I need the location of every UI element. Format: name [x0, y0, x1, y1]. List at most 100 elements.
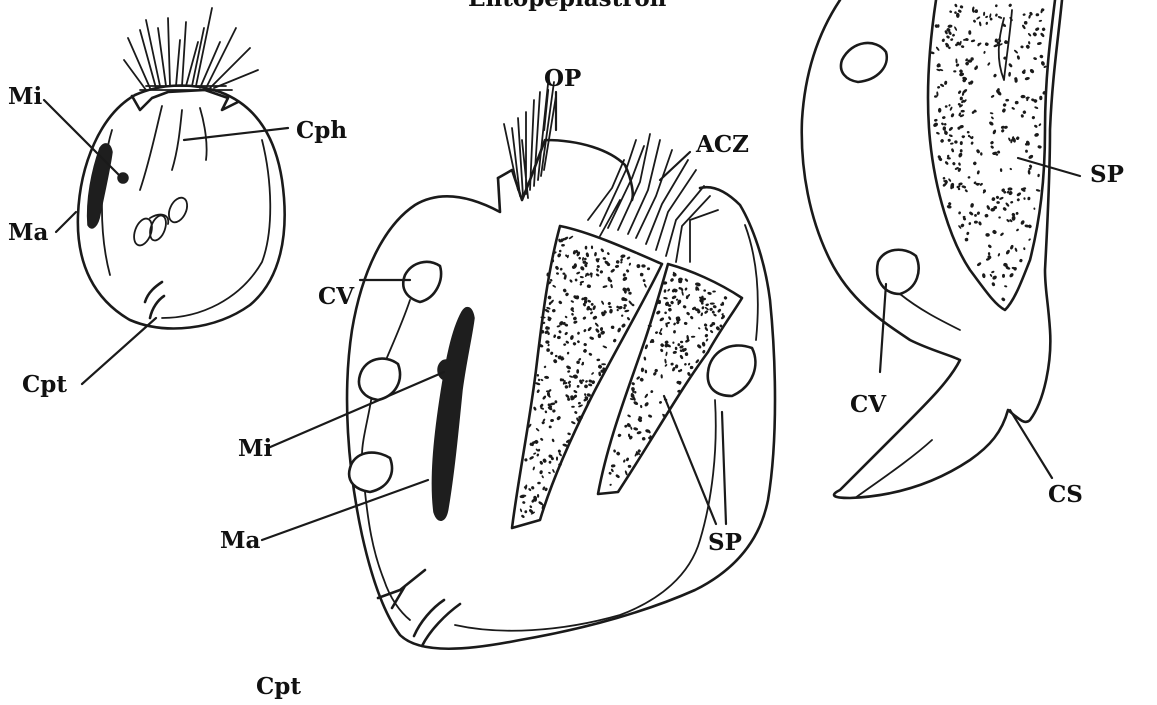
stipple-dot	[1029, 68, 1035, 74]
stipple-dot	[947, 138, 951, 142]
stipple-dot	[547, 344, 550, 347]
stipple-dot	[945, 105, 948, 108]
stipple-dot	[598, 333, 602, 338]
stipple-dot	[613, 449, 616, 453]
stipple-dot	[944, 80, 948, 85]
stipple-dot	[531, 486, 535, 490]
stipple-dot	[701, 306, 704, 310]
stipple-dot	[562, 288, 567, 293]
stipple-dot	[1025, 149, 1028, 152]
stipple-dot	[628, 292, 632, 295]
stipple-dot	[984, 42, 989, 46]
left-cytopharynx	[140, 106, 207, 190]
stipple-dot	[937, 86, 941, 89]
stipple-dot	[991, 116, 995, 120]
stipple-dot	[1023, 247, 1026, 250]
stipple-dot	[705, 303, 709, 306]
stipple-dot	[978, 221, 982, 226]
stipple-dot	[1040, 60, 1045, 66]
stipple-dot	[944, 123, 947, 126]
stipple-dot	[569, 375, 574, 378]
stipple-dot	[595, 328, 600, 334]
middle-cv-right	[708, 345, 756, 396]
stipple-dot	[967, 131, 970, 134]
stipple-dot	[611, 325, 615, 329]
stipple-dot	[932, 122, 938, 128]
label-middle-ma: Ma	[220, 527, 260, 554]
stipple-dot	[585, 252, 589, 257]
right-primordium-stipple	[930, 3, 1047, 302]
stipple-dot	[590, 303, 594, 307]
stipple-dot	[1028, 41, 1031, 45]
stipple-dot	[557, 449, 561, 453]
stipple-dot	[608, 471, 612, 475]
stipple-dot	[1009, 244, 1014, 250]
stipple-dot	[649, 431, 651, 433]
stipple-dot	[600, 248, 605, 253]
stipple-dot	[596, 268, 600, 272]
stipple-dot	[1000, 232, 1005, 237]
stipple-dot	[989, 273, 992, 277]
stipple-dot	[1024, 76, 1030, 80]
stipple-dot	[953, 70, 956, 72]
stipple-dot	[590, 311, 594, 315]
stipple-dot	[689, 315, 693, 320]
stipple-dot	[974, 9, 978, 13]
stipple-dot	[985, 15, 989, 18]
stipple-dot	[672, 350, 677, 354]
stipple-dot	[586, 284, 591, 289]
stipple-dot	[1007, 187, 1012, 190]
stipple-dot	[1040, 32, 1045, 38]
stipple-dot	[965, 38, 969, 42]
stipple-dot	[712, 290, 716, 292]
stipple-dot	[971, 39, 976, 43]
stipple-dot	[960, 149, 963, 152]
stipple-dot	[958, 211, 961, 215]
stipple-dot	[570, 307, 575, 312]
stipple-dot	[596, 265, 600, 269]
stipple-dot	[982, 273, 986, 279]
stipple-dot	[1039, 96, 1042, 100]
stipple-dot	[529, 455, 535, 460]
stipple-dot	[553, 358, 558, 364]
stipple-dot	[640, 405, 643, 409]
stipple-dot	[1008, 63, 1013, 68]
stipple-dot	[550, 402, 556, 405]
stipple-dot	[1037, 145, 1042, 149]
stipple-dot	[941, 122, 945, 126]
stipple-dot	[968, 30, 971, 35]
stipple-dot	[540, 437, 544, 441]
stipple-dot	[550, 351, 554, 355]
stipple-dot	[596, 358, 600, 361]
stipple-dot	[546, 348, 550, 352]
stipple-dot	[992, 229, 998, 235]
stipple-dot	[624, 470, 628, 476]
stipple-dot	[673, 330, 676, 334]
stipple-dot	[1034, 132, 1040, 137]
stipple-dot	[610, 284, 613, 289]
stipple-dot	[584, 393, 587, 396]
stipple-dot	[620, 254, 626, 258]
stipple-dot	[543, 365, 546, 368]
left-cpt-leader	[82, 318, 156, 384]
stipple-dot	[628, 465, 632, 468]
stipple-dot	[967, 176, 970, 179]
stipple-dot	[644, 344, 648, 350]
stipple-dot	[1024, 21, 1028, 25]
stipple-dot	[585, 246, 588, 250]
stipple-dot	[703, 289, 706, 292]
stipple-dot	[623, 273, 626, 277]
stipple-dot	[988, 121, 994, 127]
stipple-dot	[621, 323, 627, 328]
stipple-dot	[952, 162, 956, 166]
stipple-dot	[948, 104, 951, 107]
stipple-dot	[934, 119, 938, 122]
stipple-dot	[644, 393, 649, 398]
stipple-dot	[659, 317, 665, 322]
middle-acz-leader	[660, 152, 690, 180]
middle-cv-top	[403, 262, 441, 302]
stipple-dot	[673, 322, 677, 326]
stipple-dot	[626, 457, 630, 462]
stipple-dot	[1015, 136, 1020, 141]
stipple-dot	[567, 370, 571, 373]
